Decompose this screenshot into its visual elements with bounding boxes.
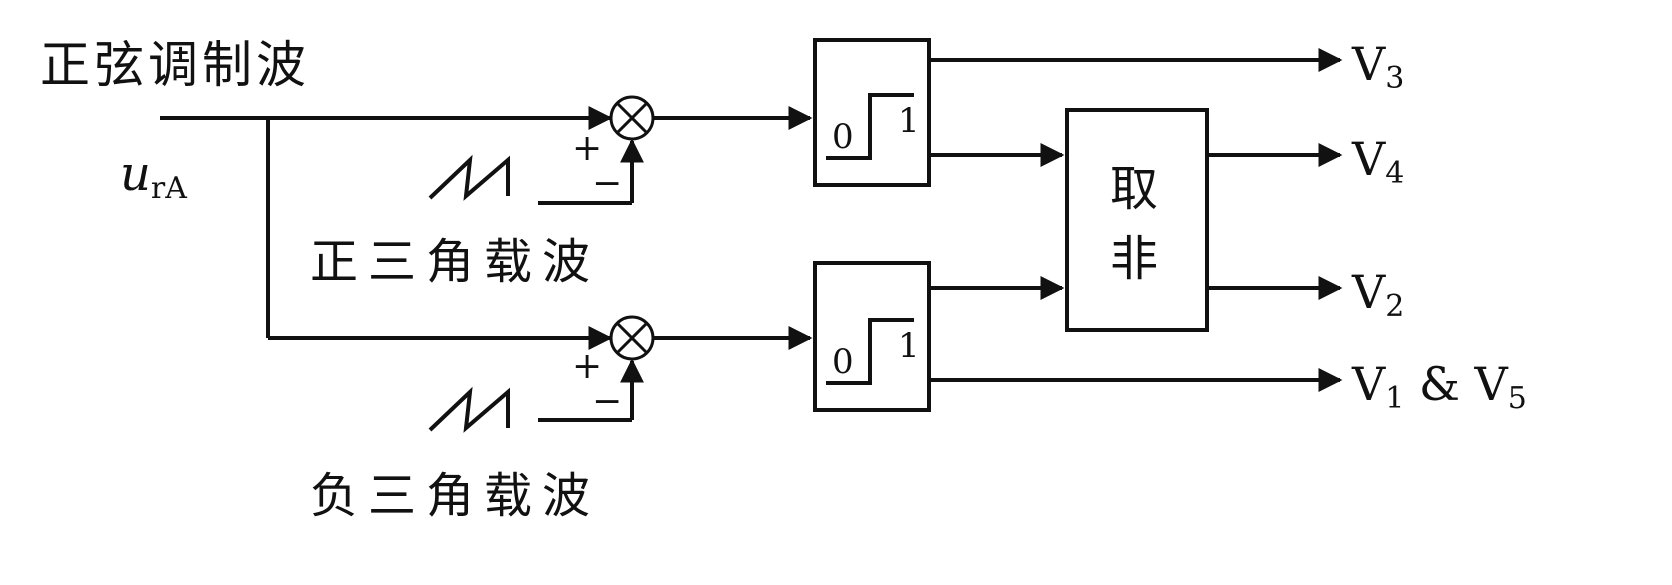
lower-minus-sign: − (592, 381, 622, 422)
upper-comparator-low: 0 (832, 117, 854, 157)
lower-comparator-low: 0 (832, 342, 854, 382)
output-v2-main: V (1351, 265, 1386, 319)
output-v4-subscript: 4 (1385, 156, 1404, 191)
output-v5-subscript: 5 (1508, 381, 1527, 416)
not-block-label-bottom: 非 (1110, 231, 1158, 287)
upper-comparator-high: 1 (898, 101, 920, 141)
output-ampersand: & (1404, 357, 1474, 411)
output-v1-main: V (1351, 357, 1386, 411)
upper-minus-sign: − (592, 163, 622, 204)
upper-summing-junction (609, 95, 655, 141)
negative-carrier-label: 负三角载波 (310, 468, 600, 524)
positive-carrier-label: 正三角载波 (310, 234, 600, 290)
output-v1-subscript: 1 (1385, 381, 1404, 416)
output-label-v2: V2 (1351, 265, 1404, 324)
sine-wave-label: 正弦调制波 (40, 36, 310, 94)
output-v3-subscript: 3 (1385, 61, 1404, 96)
input-signal-main: u (120, 146, 151, 202)
output-v4-main: V (1351, 132, 1386, 186)
lower-comparator-high: 1 (898, 326, 920, 366)
not-block (1065, 108, 1209, 332)
output-label-v4: V4 (1351, 132, 1404, 191)
upper-plus-sign: + (572, 128, 602, 169)
positive-carrier-symbol (428, 154, 510, 201)
negative-carrier-symbol (428, 386, 510, 433)
output-label-v1-v5: V1 & V5 (1351, 357, 1527, 416)
input-signal-label: urA (120, 146, 187, 206)
output-v2-subscript: 2 (1385, 289, 1404, 324)
output-v5-main: V (1474, 357, 1509, 411)
not-block-label-top: 取 (1110, 161, 1158, 217)
lower-comparator (813, 261, 931, 412)
lower-plus-sign: + (572, 346, 602, 387)
output-label-v3: V3 (1351, 37, 1404, 96)
upper-comparator (813, 38, 931, 187)
output-v3-main: V (1351, 37, 1386, 91)
input-signal-subscript: rA (151, 171, 187, 206)
lower-summing-junction (609, 315, 655, 361)
